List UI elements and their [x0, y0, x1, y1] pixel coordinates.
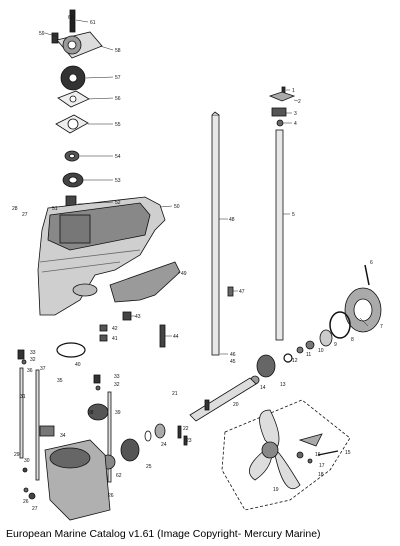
callout-48: 48	[229, 217, 235, 223]
exploded-parts-diagram: 6061595857565554535251502827485123449474…	[12, 9, 383, 521]
callout-36: 36	[27, 368, 33, 374]
callout-32: 32	[30, 357, 36, 363]
callout-21: 21	[172, 391, 178, 397]
callout-22: 22	[183, 426, 189, 432]
left-side-parts	[17, 342, 112, 483]
gear-housing	[37, 196, 166, 316]
callout-54: 54	[115, 154, 121, 160]
forward-gear-set	[100, 423, 188, 470]
callout-33: 33	[114, 374, 120, 380]
callout-53: 53	[115, 178, 121, 184]
callout-44: 44	[173, 334, 179, 340]
callout-45: 45	[230, 359, 236, 365]
callout-leaders	[44, 19, 369, 355]
callout-26: 26	[23, 499, 29, 505]
callout-52: 52	[115, 200, 121, 206]
callout-2: 2	[298, 99, 301, 105]
propeller-kit	[221, 399, 351, 511]
callout-42: 42	[112, 326, 118, 332]
callout-33: 33	[30, 350, 36, 356]
callout-19: 19	[273, 487, 279, 493]
callout-15: 15	[345, 450, 351, 456]
propeller-shaft-assembly	[189, 264, 382, 422]
callout-38: 38	[88, 410, 94, 416]
drive-shafts	[211, 111, 284, 356]
callout-25: 25	[146, 464, 152, 470]
callout-35: 35	[57, 378, 63, 384]
callout-37: 37	[40, 366, 46, 372]
callout-8: 8	[351, 337, 354, 343]
callout-3: 3	[294, 111, 297, 117]
callout-40: 40	[75, 362, 81, 368]
callout-7: 7	[380, 324, 383, 330]
callout-46: 46	[230, 352, 236, 358]
callout-28: 28	[12, 206, 18, 212]
callout-27: 27	[22, 212, 28, 218]
callout-17: 17	[319, 463, 325, 469]
callout-9: 9	[334, 342, 337, 348]
callout-16: 16	[315, 452, 321, 458]
callout-60: 60	[68, 15, 74, 21]
shift-bracket	[99, 261, 234, 348]
callout-12: 12	[292, 358, 298, 364]
callout-50: 50	[174, 204, 180, 210]
callout-47: 47	[239, 289, 245, 295]
callout-30: 30	[24, 458, 30, 464]
callout-34: 34	[60, 433, 66, 439]
callout-58: 58	[115, 48, 121, 54]
callout-56: 56	[115, 96, 121, 102]
callout-20: 20	[233, 402, 239, 408]
callout-23: 23	[186, 438, 192, 444]
callout-26: 26	[108, 493, 114, 499]
callout-11: 11	[306, 352, 311, 358]
callout-55: 55	[115, 122, 121, 128]
callout-1: 1	[292, 88, 295, 94]
callout-61: 61	[90, 20, 96, 26]
callout-5: 5	[292, 212, 295, 218]
callout-6: 6	[370, 260, 373, 266]
callout-29: 29	[14, 452, 20, 458]
callout-39: 39	[115, 410, 121, 416]
callout-13: 13	[280, 382, 286, 388]
callout-43: 43	[135, 314, 141, 320]
callout-59: 59	[39, 31, 45, 37]
callout-24: 24	[161, 442, 167, 448]
callout-49: 49	[181, 271, 187, 277]
callout-14: 14	[260, 385, 266, 391]
lower-gear-housing	[22, 439, 111, 521]
callout-51: 51	[52, 206, 58, 212]
water-pump-stack	[51, 9, 103, 213]
callout-18: 18	[318, 472, 324, 478]
callout-62: 62	[116, 473, 122, 479]
callout-31: 31	[20, 394, 26, 400]
callout-41: 41	[112, 336, 118, 342]
callout-57: 57	[115, 75, 121, 81]
callout-4: 4	[294, 121, 297, 127]
callout-27: 27	[32, 506, 38, 512]
top-right-small-parts	[268, 86, 296, 127]
callout-32: 32	[114, 382, 120, 388]
callout-10: 10	[318, 348, 324, 354]
image-caption: European Marine Catalog v1.61 (Image Cop…	[6, 528, 321, 540]
